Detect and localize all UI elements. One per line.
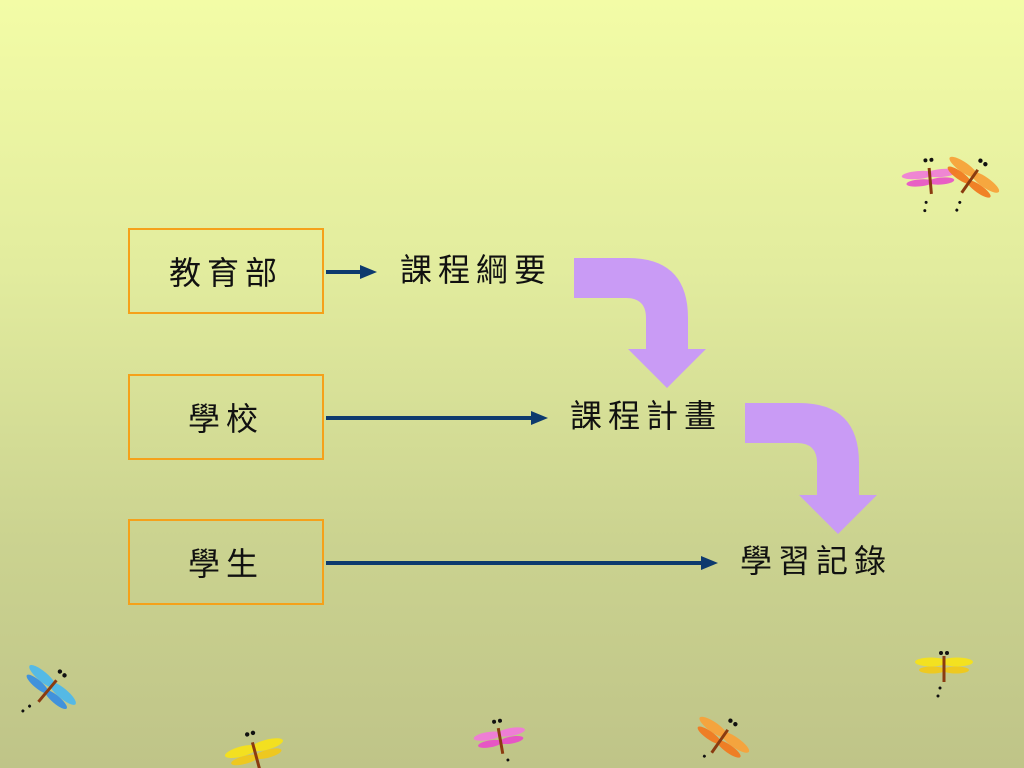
straight-arrow-student xyxy=(326,556,718,570)
dragonfly-icon xyxy=(224,730,283,768)
source-box-school: 學校 xyxy=(128,374,324,460)
source-box-student: 學生 xyxy=(128,519,324,605)
source-box-ministry: 教育部 xyxy=(128,228,324,314)
dragonfly-icon xyxy=(697,716,750,758)
dragonfly-icon xyxy=(473,718,525,762)
target-label-curriculum-plan: 課程計畫 xyxy=(570,397,723,435)
target-label-learning-record: 學習記錄 xyxy=(740,542,893,580)
dragonfly-icon xyxy=(901,157,958,213)
curved-arrow-guidelines-to-plan xyxy=(574,258,706,388)
curved-arrow-plan-to-record xyxy=(745,403,877,534)
straight-arrow-ministry xyxy=(326,265,377,279)
dragonfly-icon xyxy=(947,156,1000,212)
straight-arrow-school xyxy=(326,411,548,425)
target-label-curriculum-guidelines: 課程綱要 xyxy=(400,251,553,289)
source-label-school: 學校 xyxy=(187,400,264,438)
source-label-ministry: 教育部 xyxy=(168,254,283,292)
dragonfly-icon xyxy=(21,665,76,713)
source-label-student: 學生 xyxy=(187,545,264,583)
dragonfly-icon xyxy=(915,651,973,698)
